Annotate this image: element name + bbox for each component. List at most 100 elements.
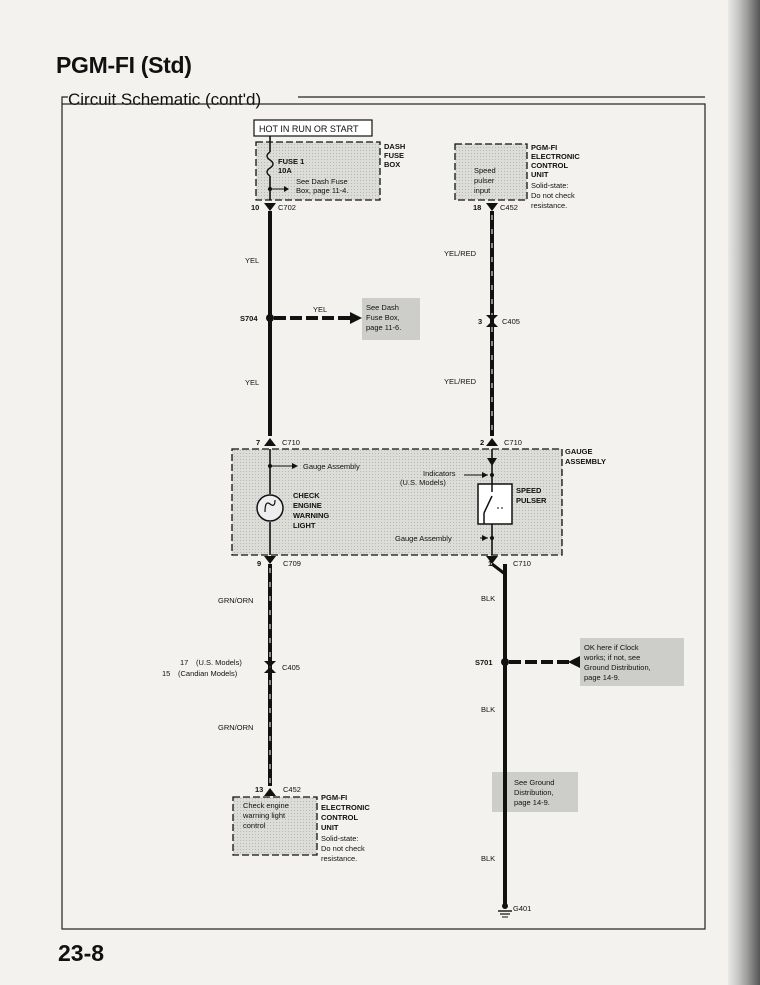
- pin-c452-18: 18: [473, 203, 481, 212]
- connector-c702-icon: [264, 203, 276, 211]
- ok-here-line4: page 14-9.: [584, 673, 620, 682]
- page-title: PGM-FI (Std): [56, 52, 192, 78]
- ok-here-line2: works; if not, see: [583, 653, 640, 662]
- gauge-assembly-ref-2: Gauge Assembly: [395, 534, 452, 543]
- cel-label-4: LIGHT: [293, 521, 316, 530]
- ecu-bottom-label-2: ELECTRONIC: [321, 803, 370, 812]
- gauge-assembly-label-2: ASSEMBLY: [565, 457, 606, 466]
- fuse-name: FUSE 1: [278, 157, 304, 166]
- ecu-top-label-3: CONTROL: [531, 161, 568, 170]
- connector-c405-bottom-icon: [264, 661, 276, 667]
- splice-s701: S701: [475, 658, 493, 667]
- cel-label-1: CHECK: [293, 491, 320, 500]
- dash-fuse-label-2: FUSE: [384, 151, 404, 160]
- ecu-top-label-7: resistance.: [531, 201, 567, 210]
- splice-s704: S704: [240, 314, 258, 323]
- pin-c405-us-label: (U.S. Models): [196, 658, 242, 667]
- fuse-note-line1: See Dash Fuse: [296, 177, 348, 186]
- dash-fuse-box: [255, 141, 381, 201]
- ok-arrow-icon: [568, 656, 580, 668]
- frame-border: [61, 103, 706, 930]
- pin-c405-3: 3: [478, 317, 482, 326]
- pulser-junction-bottom: [490, 536, 494, 540]
- ecu-top-box: [454, 143, 528, 201]
- conn-c710-top-left: C710: [282, 438, 300, 447]
- pulser-switch-blade: [483, 495, 493, 514]
- indicators-arrow-icon: [482, 472, 488, 478]
- page-number: 23-8: [58, 940, 105, 966]
- dash-fuse-label-1: DASH: [384, 142, 405, 151]
- pin-c452-13: 13: [255, 785, 263, 794]
- ok-here-note-box: [580, 638, 684, 686]
- ok-here-line1: OK here if Clock: [584, 643, 639, 652]
- ecu-top-label-5: Solid-state:: [531, 181, 569, 190]
- cel-label-3: WARNING: [293, 511, 329, 520]
- page-binding-edge: [728, 0, 760, 985]
- cel-label-2: ENGINE: [293, 501, 322, 510]
- connector-c452-top-icon: [486, 203, 498, 211]
- gauge-assembly-label-1: GAUGE: [565, 447, 593, 456]
- ecu-bottom-label-4: UNIT: [321, 823, 339, 832]
- wire-blk-label-1: BLK: [481, 594, 495, 603]
- ecu-top-label-4: UNIT: [531, 170, 549, 179]
- see-dash-fuse-line1: See Dash: [366, 303, 399, 312]
- ecu-bottom-label-7: resistance.: [321, 854, 357, 863]
- ecu-top-label-2: ELECTRONIC: [531, 152, 580, 161]
- fuse-rating: 10A: [278, 166, 292, 175]
- ecu-top-input-3: input: [474, 186, 491, 195]
- gauge-ref2-arrow-icon: [482, 535, 488, 541]
- see-ground-line3: page 14-9.: [514, 798, 550, 807]
- conn-c710-bottom: C710: [513, 559, 531, 568]
- splice-s704-icon: [266, 314, 274, 322]
- pin-c405-us: 17: [180, 658, 188, 667]
- ecu-bottom-label-5: Solid-state:: [321, 834, 359, 843]
- ground-g401: G401: [513, 904, 531, 913]
- pin-c702: 10: [251, 203, 259, 212]
- dash-fuse-label-3: BOX: [384, 160, 400, 169]
- ecu-bottom-input-2: warning light: [242, 811, 286, 820]
- ecu-bottom-box: [232, 796, 318, 856]
- see-dash-fuse-line2: Fuse Box,: [366, 313, 400, 322]
- conn-c405-top: C405: [502, 317, 520, 326]
- wire-yel-label-2: YEL: [245, 378, 259, 387]
- pin-c405-can: 15: [162, 669, 170, 678]
- branch-arrow-icon: [350, 312, 362, 324]
- indicators-label-1: Indicators: [423, 469, 456, 478]
- wire-grn-orn-label-2: GRN/ORN: [218, 723, 253, 732]
- pin-c710-2: 2: [480, 438, 484, 447]
- gauge-assembly-ref: Gauge Assembly: [303, 462, 360, 471]
- hot-label: HOT IN RUN OR START: [259, 124, 359, 134]
- connector-c405-bottom-icon-2: [264, 667, 276, 673]
- conn-c710-top-right: C710: [504, 438, 522, 447]
- wire-blk-label-2: BLK: [481, 705, 495, 714]
- ecu-top-input-1: Speed: [474, 166, 496, 175]
- speed-pulser-box: [477, 483, 513, 525]
- wire-blk-label-3: BLK: [481, 854, 495, 863]
- indicators-label-2: (U.S. Models): [400, 478, 446, 487]
- ecu-top-label-1: PGM-FI: [531, 143, 557, 152]
- wire-yel-label-1: YEL: [245, 256, 259, 265]
- wire-yel-red-label-1: YEL/RED: [444, 249, 477, 258]
- wire-grn-orn-label-1: GRN/ORN: [218, 596, 253, 605]
- splice-s701-icon: [501, 658, 509, 666]
- ecu-bottom-input-3: control: [243, 821, 266, 830]
- ecu-top-label-6: Do not check: [531, 191, 575, 200]
- connector-c710-pin7-icon: [264, 438, 276, 446]
- ecu-top-input-2: pulser: [474, 176, 495, 185]
- check-engine-bulb-icon: [256, 494, 284, 522]
- connector-c405-top-icon: [486, 315, 498, 321]
- gauge-ref-arrow-icon: [292, 463, 298, 469]
- connector-c709-icon: [264, 556, 276, 564]
- connector-c452-bottom-icon: [264, 788, 276, 796]
- bulb-filament: [264, 499, 276, 513]
- hot-label-box: [253, 119, 373, 137]
- fuse-icon: [266, 151, 274, 177]
- conn-c702: C702: [278, 203, 296, 212]
- ground-junction: [502, 903, 508, 909]
- connector-c710-pin2-icon: [486, 438, 498, 446]
- pulser-junction-top: [490, 473, 494, 477]
- ok-here-line3: Ground Distribution,: [584, 663, 651, 672]
- conn-c452-top: C452: [500, 203, 518, 212]
- fuse-note-line2: Box, page 11-4.: [296, 186, 348, 195]
